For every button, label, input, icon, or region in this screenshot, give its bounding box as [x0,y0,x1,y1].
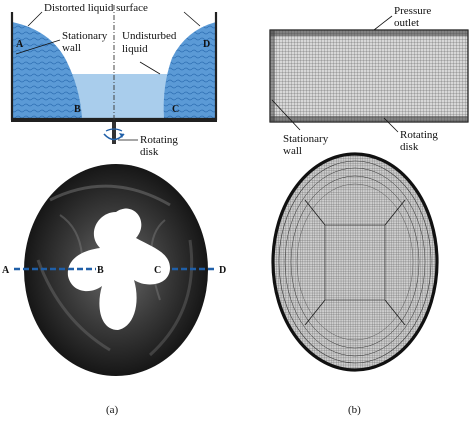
pressure-outlet-label-line1: Pressure [394,5,431,17]
rotation-arrow-head-icon [119,133,124,138]
rotating-disk-leader-b [383,117,399,133]
circular-mesh [271,152,439,372]
distorted-surface-label: Distorted liquid surface [44,2,148,14]
rotating-disk-label-line2: disk [140,146,159,158]
point-c-bottom: C [154,265,161,276]
mesh-disk-fill [273,154,437,370]
disk-shaft [112,122,116,144]
mesh-disk-rim [271,152,439,372]
distorted-surface-leader-right [183,11,201,27]
flow-pattern-view: A B C D [2,164,226,376]
rotation-arrow-back-icon [105,128,123,132]
point-b-bottom: B [97,265,104,276]
point-a-top: A [16,39,24,50]
stationary-wall-label-b-line2: wall [283,145,302,157]
container-schematic: Distorted liquid surface Stationary wall… [10,2,218,158]
point-a-bottom: A [2,265,10,276]
rotating-disk-label-b-line2: disk [400,141,419,153]
mesh-rectangle [269,29,469,123]
panel-b-caption: (b) [348,404,361,416]
mesh-dense-left [270,30,275,122]
undisturbed-liquid-label-line1: Undisturbed [122,30,177,42]
point-d-top: D [203,39,210,50]
stationary-wall-leader [15,39,61,55]
left-liquid-region [12,22,82,118]
panel-a-caption: (a) [106,404,119,416]
undisturbed-liquid-label-line2: liquid [122,43,148,55]
pressure-outlet-label-line2: outlet [394,17,419,29]
stationary-wall-label-line1: Stationary [62,30,108,42]
point-b-top: B [74,104,81,115]
rectangular-mesh: Pressure outlet Stationary wall Rotating… [269,5,469,157]
mesh-dense-bottom [270,116,468,122]
undisturbed-leader [139,61,161,75]
right-liquid-region [163,22,216,118]
stationary-wall-leader-b [271,99,301,131]
mesh-o-grid [278,160,432,364]
swirl-streak [36,259,111,352]
rotating-disk-label-b-line1: Rotating [400,129,438,141]
mesh-dense-top [270,30,468,36]
trefoil-free-surface [67,208,170,330]
distorted-surface-leader [27,11,43,27]
swirl-streak [148,239,194,357]
rotating-disk-label-line1: Rotating [140,134,178,146]
pressure-outlet-leader [373,15,393,31]
point-d-bottom: D [219,265,226,276]
stationary-wall-label-line2: wall [62,42,81,54]
stationary-wall-label-b-line1: Stationary [283,133,329,145]
swirl-streak [49,184,171,207]
point-c-top: C [172,104,179,115]
